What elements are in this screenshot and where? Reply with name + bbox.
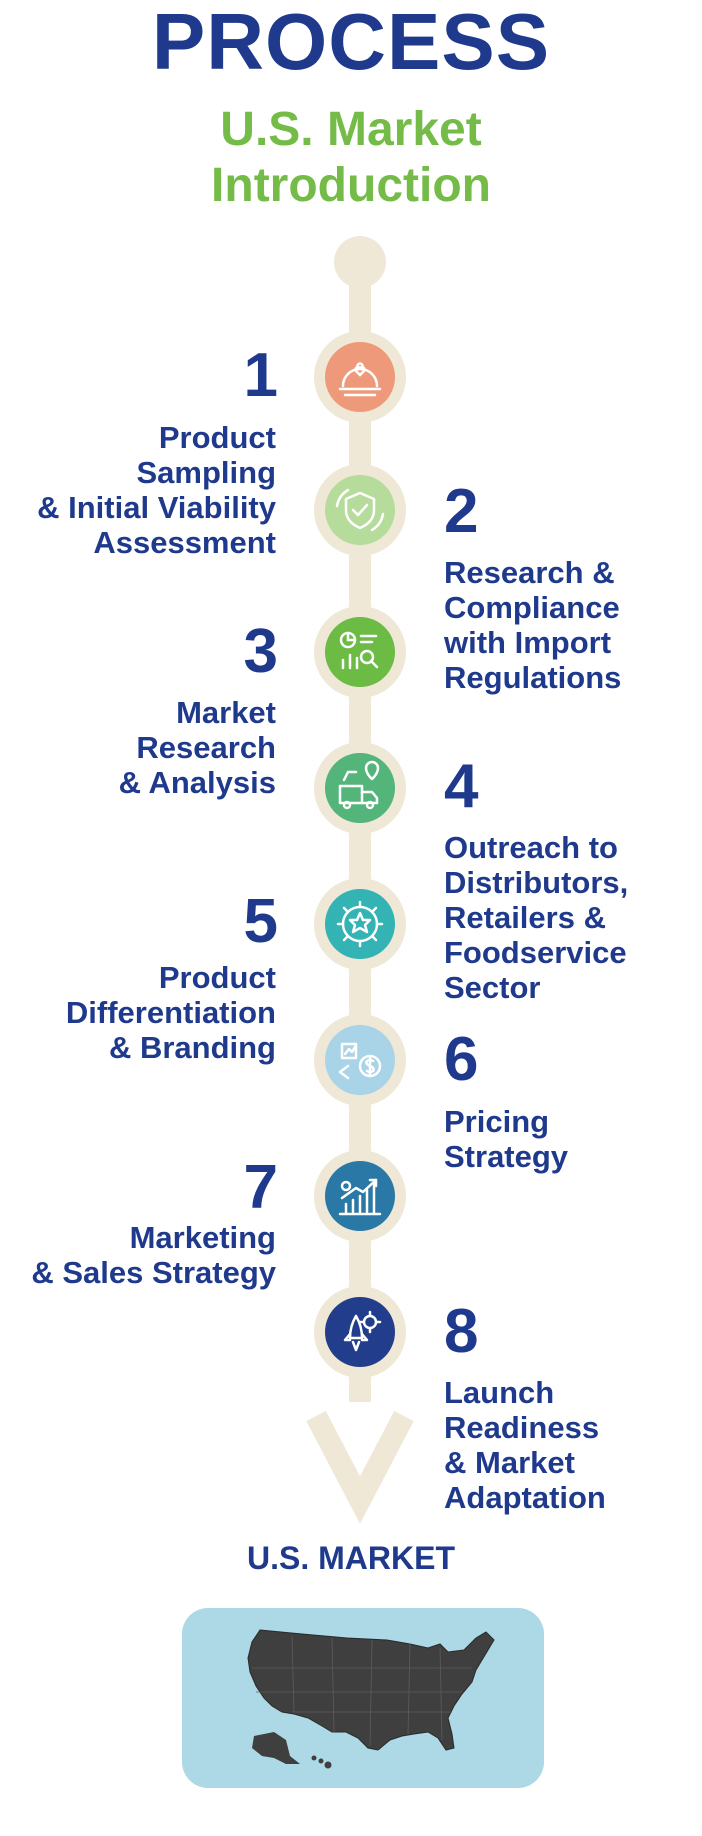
step-3-label: Market Research & Analysis bbox=[118, 695, 276, 800]
step-2-label: Research & Compliance with Import Regula… bbox=[444, 555, 622, 695]
gear-star-icon bbox=[336, 900, 384, 948]
step-1-label: Product Sampling & Initial Viability Ass… bbox=[37, 420, 276, 560]
market-heading: U.S. MARKET bbox=[247, 1540, 455, 1576]
step-6-circle bbox=[314, 1014, 406, 1106]
step-5-number: 5 bbox=[243, 887, 278, 956]
step-8-number: 8 bbox=[444, 1297, 479, 1366]
step-2-circle bbox=[314, 464, 406, 556]
step-3-circle bbox=[314, 606, 406, 698]
step-6-number: 6 bbox=[444, 1025, 479, 1094]
step-8-label: Launch Readiness & Market Adaptation bbox=[444, 1375, 606, 1515]
pricing-dollar-icon bbox=[338, 1042, 382, 1080]
step-7-label: Marketing & Sales Strategy bbox=[31, 1220, 276, 1290]
growth-chart-icon bbox=[338, 1178, 382, 1216]
timeline-start-knob bbox=[334, 236, 386, 288]
timeline-arrow-tip bbox=[349, 1480, 371, 1506]
cloche-heart-icon bbox=[338, 362, 382, 397]
state-borders bbox=[252, 1635, 472, 1747]
step-7-number: 7 bbox=[243, 1153, 278, 1222]
rocket-gear-icon bbox=[343, 1310, 382, 1352]
step-4-label: Outreach to Distributors, Retailers & Fo… bbox=[444, 830, 629, 1005]
page-title: PROCESS bbox=[151, 0, 551, 86]
delivery-truck-map-icon bbox=[338, 760, 380, 810]
step-4-circle bbox=[314, 742, 406, 834]
step-1-circle bbox=[314, 331, 406, 423]
step-8-circle bbox=[314, 1286, 406, 1378]
step-7-circle bbox=[314, 1150, 406, 1242]
alaska-shape bbox=[252, 1732, 300, 1764]
step-5-circle bbox=[314, 878, 406, 970]
chart-magnifier-icon bbox=[339, 631, 379, 670]
step-1-number: 1 bbox=[243, 341, 278, 410]
step-6-label: Pricing Strategy bbox=[444, 1104, 569, 1174]
shield-check-icon bbox=[335, 488, 385, 532]
hawaii-shape bbox=[311, 1755, 332, 1769]
us-map-panel bbox=[182, 1608, 544, 1788]
step-4-number: 4 bbox=[444, 752, 479, 821]
us-map-icon bbox=[247, 1629, 495, 1769]
page-subtitle: U.S. Market Introduction bbox=[211, 103, 491, 212]
step-5-label: Product Differentiation & Branding bbox=[65, 960, 276, 1065]
step-3-number: 3 bbox=[243, 617, 278, 686]
step-2-number: 2 bbox=[444, 477, 479, 546]
